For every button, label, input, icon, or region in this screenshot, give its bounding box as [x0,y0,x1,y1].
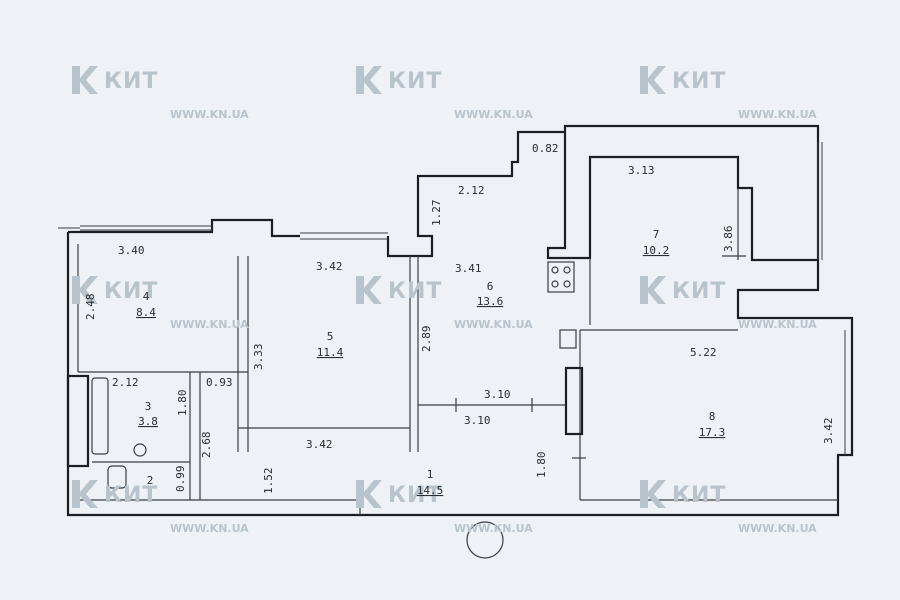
watermark-url: WWW.KN.UA [454,108,533,121]
watermark-url: WWW.KN.UA [170,318,249,331]
watermark: КИТ WWW.KN.UA [356,66,533,121]
sink [133,443,147,457]
watermark-logo-icon [640,480,666,508]
dim-label: 2.48 [84,294,97,321]
dim-label: 3.33 [252,344,265,371]
entrance-door-swing [466,521,504,559]
dim-label: 2.89 [420,326,433,353]
room-area-3: 3.8 [138,415,158,428]
watermark: КИТ WWW.KN.UA [72,276,249,331]
room-number-7: 7 [653,228,660,241]
dim-label: 0.93 [206,376,233,389]
vent-shaft [559,329,577,349]
watermark: КИТ WWW.KN.UA [356,480,533,535]
stove [547,261,575,293]
dim-label: 3.42 [316,260,343,273]
room-area-6: 13.6 [477,295,504,308]
watermark-logo-icon [356,276,382,304]
dim-label: 0.99 [174,466,187,493]
bathtub [91,377,109,455]
watermark-logo-icon [356,480,382,508]
room-number-4: 4 [143,290,150,303]
watermark-brand: КИТ [388,279,442,304]
room-number-5: 5 [327,330,334,343]
outer-wall-mid-top [386,130,565,258]
room-area-5: 11.4 [317,346,344,359]
dim-label: 2.12 [112,376,139,389]
watermark-logo-icon [72,276,98,304]
interior-walls [77,188,838,515]
room-area-7: 10.2 [643,244,670,257]
dim-label: 3.41 [455,262,482,275]
column [564,366,584,436]
watermarks: КИТ WWW.KN.UA КИТ WWW.KN.UA КИТ WWW.KN.UA КИТ W… [72,66,817,535]
watermark: КИТ WWW.KN.UA [640,66,817,121]
watermark-logo-icon [640,66,666,94]
dim-label: 2.12 [458,184,485,197]
window-room-7 [817,142,823,260]
dim-label: 3.10 [484,388,511,401]
watermark-url: WWW.KN.UA [738,522,817,535]
dimension-ticks [455,255,746,459]
watermark-brand: КИТ [104,483,158,508]
room-area-4: 8.4 [136,306,156,319]
dim-label: 1.27 [430,200,443,227]
room-number-2: 2 [147,474,154,487]
dim-label: 5.22 [690,346,717,359]
dim-label: 3.42 [822,418,835,445]
room-area-8: 17.3 [699,426,726,439]
watermark: КИТ WWW.KN.UA [72,480,249,535]
watermark-brand: КИТ [672,279,726,304]
toilet [107,465,127,489]
watermark: КИТ WWW.KN.UA [640,276,817,331]
room-number-1: 1 [427,468,434,481]
window-room-5 [300,232,388,240]
watermark-logo-icon [356,66,382,94]
window-room-4 [58,225,212,231]
room-number-6: 6 [487,280,494,293]
watermark: КИТ WWW.KN.UA [640,480,817,535]
dim-label: 1.80 [535,452,548,479]
dim-label: 3.10 [464,414,491,427]
dim-label: 3.86 [722,226,735,253]
room-number-8: 8 [709,410,716,423]
watermark: КИТ WWW.KN.UA [72,66,249,121]
watermark-logo-icon [72,480,98,508]
watermark-brand: КИТ [104,279,158,304]
dimension-labels: 0.82 3.13 2.12 1.27 3.40 3.42 3.41 3.86 … [84,142,835,494]
watermark-brand: КИТ [672,483,726,508]
watermark: КИТ WWW.KN.UA [356,276,533,331]
dim-label: 2.68 [200,432,213,459]
watermark-brand: КИТ [104,69,158,94]
bathroom-wall-block [66,374,90,468]
outer-wall-left-top [68,218,300,238]
dim-label: 3.13 [628,164,655,177]
dim-label: 3.40 [118,244,145,257]
dim-label: 3.42 [306,438,333,451]
watermark-url: WWW.KN.UA [454,318,533,331]
room-number-3: 3 [145,400,152,413]
room-labels: 1 14.5 2 3 3.8 4 8.4 5 11.4 6 13.6 7 10.… [136,228,725,497]
watermark-brand: КИТ [672,69,726,94]
watermark-url: WWW.KN.UA [454,522,533,535]
watermark-url: WWW.KN.UA [170,108,249,121]
watermark-url: WWW.KN.UA [738,108,817,121]
watermark-brand: КИТ [388,483,442,508]
watermark-logo-icon [72,66,98,94]
dim-label: 0.82 [532,142,559,155]
dim-label: 1.80 [176,390,189,417]
watermark-url: WWW.KN.UA [170,522,249,535]
watermark-url: WWW.KN.UA [738,318,817,331]
dim-label: 1.52 [262,468,275,495]
watermark-logo-icon [640,276,666,304]
room-area-1: 14.5 [417,484,444,497]
watermark-brand: КИТ [388,69,442,94]
